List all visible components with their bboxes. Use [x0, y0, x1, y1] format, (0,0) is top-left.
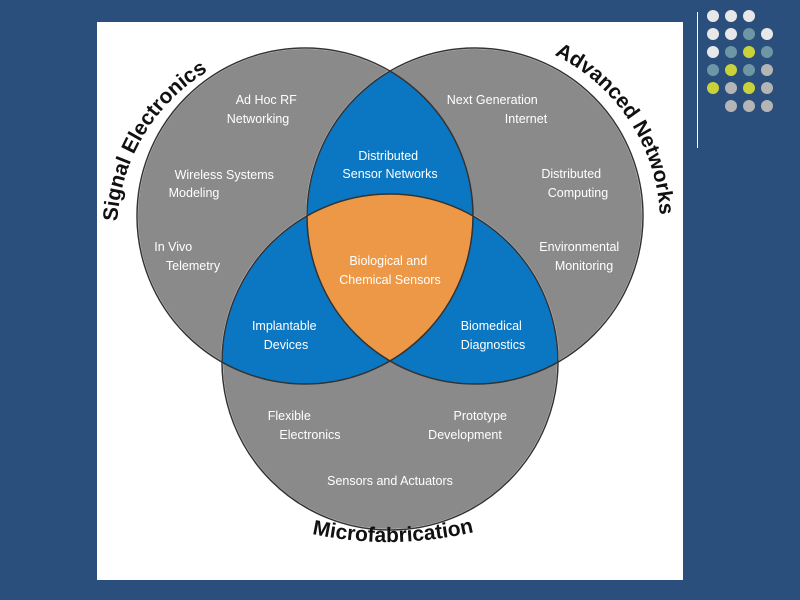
decorative-dot: [707, 64, 719, 76]
networks-item-distributed-computing: Distributed Computing: [541, 167, 608, 200]
decorative-dot: [743, 10, 755, 22]
decorative-dot: [725, 46, 737, 58]
micro-item-prototype-development: Prototype Development: [428, 409, 510, 442]
decorative-dot: [725, 64, 737, 76]
networks-item-environmental-monitoring: Environmental Monitoring: [539, 240, 622, 273]
overlap-label-biomedical-diagnostics: Biomedical Diagnostics: [461, 319, 526, 352]
decorative-dot: [743, 28, 755, 40]
decorative-dot-grid: [707, 10, 787, 130]
networks-item-next-gen-internet: Next Generation Internet: [447, 93, 548, 126]
circle-outlines: [136, 47, 644, 531]
divider-line: [697, 12, 698, 148]
overlap-label-distributed-sensor-networks: Distributed Sensor Networks: [342, 149, 437, 181]
signal-item-in-vivo: In Vivo Telemetry: [154, 240, 221, 273]
decorative-dot: [707, 10, 719, 22]
decorative-dot: [725, 28, 737, 40]
decorative-dot: [761, 100, 773, 112]
decorative-dot: [707, 28, 719, 40]
decorative-dot: [743, 46, 755, 58]
decorative-dot: [725, 82, 737, 94]
decorative-dot: [743, 100, 755, 112]
decorative-dot: [761, 64, 773, 76]
micro-item-sensors-and-actuators: Sensors and Actuators: [327, 474, 453, 488]
decorative-dot: [725, 100, 737, 112]
decorative-dot: [743, 64, 755, 76]
decorative-dot: [761, 46, 773, 58]
decorative-dot: [761, 82, 773, 94]
signal-item-ad-hoc-rf: Ad Hoc RF Networking: [227, 93, 301, 126]
decorative-dot: [707, 82, 719, 94]
decorative-dot: [725, 10, 737, 22]
overlap-label-implantable-devices: Implantable Devices: [252, 319, 320, 352]
decorative-dot: [707, 46, 719, 58]
signal-item-wireless-systems: Wireless Systems Modeling: [169, 168, 278, 200]
micro-item-flexible-electronics: Flexible Electronics: [268, 409, 341, 442]
decorative-dot: [761, 28, 773, 40]
center-label-biological-chemical-sensors: Biological and Chemical Sensors: [339, 254, 440, 287]
decorative-dot: [743, 82, 755, 94]
